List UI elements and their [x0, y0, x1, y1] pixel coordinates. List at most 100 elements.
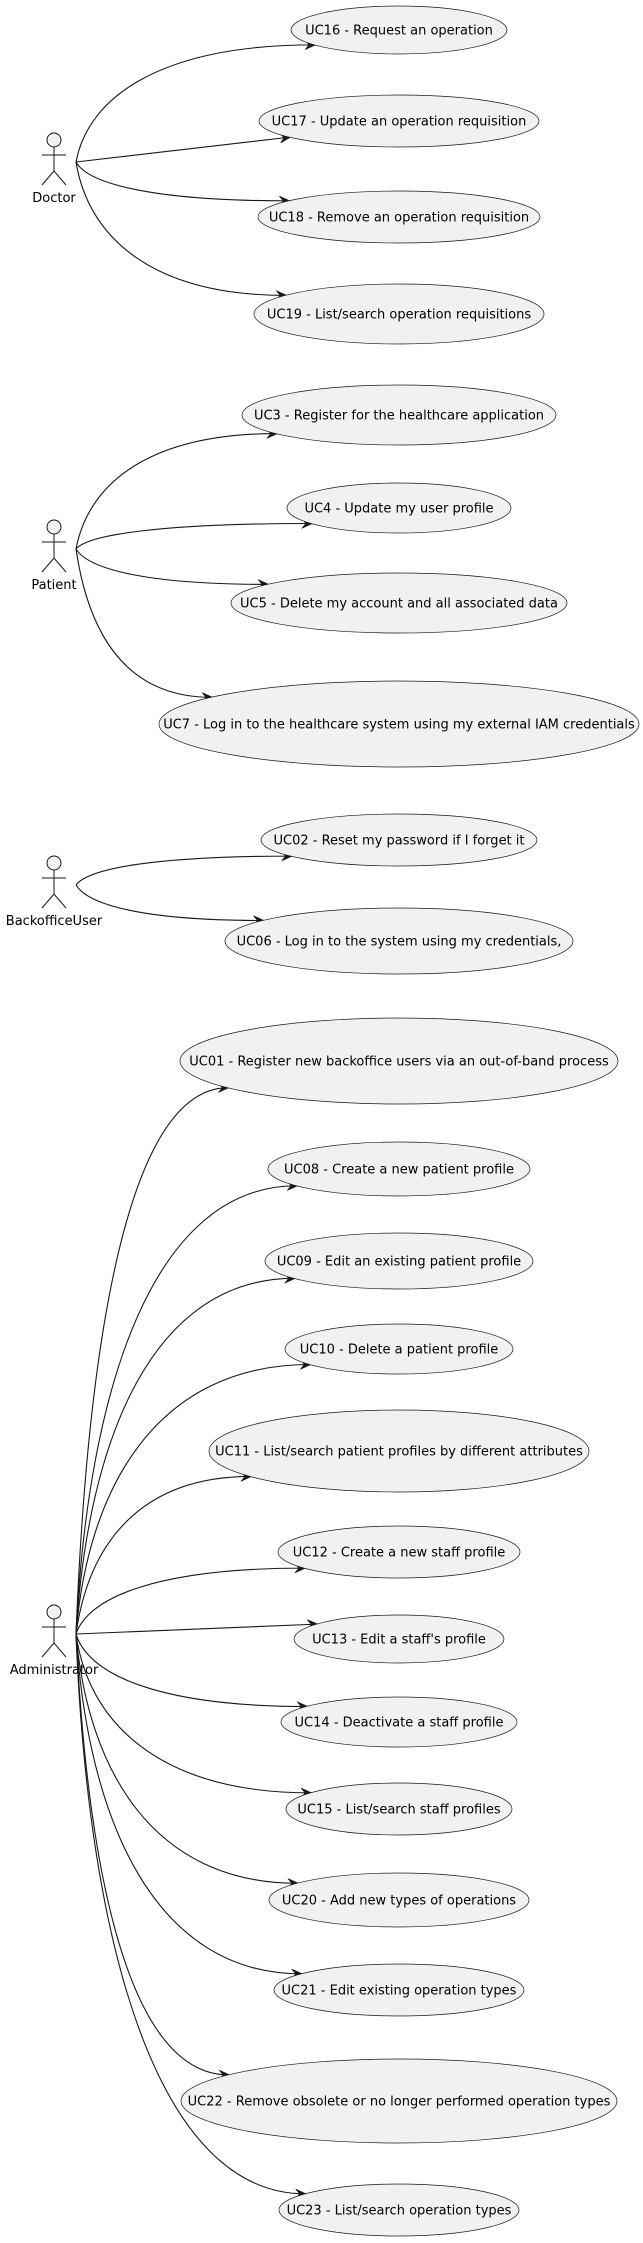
use-case-label: UC16 - Request an operation — [305, 24, 493, 39]
use-case-ellipse — [253, 283, 545, 345]
use-case-ellipse — [158, 680, 640, 768]
association-patient-uc5 — [75, 548, 268, 584]
actor-body — [41, 1619, 67, 1658]
association-admin-uc10 — [75, 1365, 310, 1635]
use-case-ellipse — [285, 1782, 513, 1836]
actor-label: Administrator — [10, 1663, 99, 1678]
use-case-ellipse — [264, 1232, 534, 1290]
use-case-uc02: UC02 - Reset my password if I forget it — [260, 813, 538, 867]
actor-head — [46, 132, 62, 148]
association-patient-uc3 — [75, 434, 277, 550]
use-case-label: UC21 - Edit existing operation types — [282, 1984, 517, 1999]
use-case-uc08: UC08 - Create a new patient profile — [267, 1141, 531, 1197]
use-case-label: UC10 - Delete a patient profile — [300, 1343, 499, 1358]
association-doctor-uc16 — [75, 45, 315, 163]
association-admin-uc13 — [75, 1624, 317, 1635]
use-case-label: UC17 - Update an operation requisition — [272, 115, 527, 130]
use-case-ellipse — [280, 1696, 518, 1748]
association-admin-uc23 — [75, 1633, 305, 2194]
use-case-ellipse — [208, 1409, 590, 1493]
use-case-ellipse — [179, 1017, 619, 1105]
actor-doctor: Doctor — [32, 132, 76, 206]
use-case-label: UC19 - List/search operation requisition… — [267, 308, 532, 323]
actor-label: Doctor — [32, 191, 76, 206]
use-case-ellipse — [293, 1614, 505, 1664]
associations-layer — [75, 45, 317, 2194]
association-doctor-uc18 — [75, 161, 289, 201]
use-case-uc21: UC21 - Edit existing operation types — [273, 1963, 525, 2017]
use-case-uc22: UC22 - Remove obsolete or no longer perf… — [180, 2058, 618, 2144]
use-case-label: UC06 - Log in to the system using my cre… — [237, 935, 562, 950]
use-case-label: UC20 - Add new types of operations — [282, 1894, 516, 1909]
association-doctor-uc19 — [75, 161, 286, 295]
use-case-label: UC15 - List/search staff profiles — [297, 1803, 500, 1818]
use-case-label: UC7 - Log in to the healthcare system us… — [163, 718, 635, 733]
use-case-ellipse — [260, 813, 538, 867]
actor-body — [41, 870, 67, 909]
use-case-ellipse — [273, 1963, 525, 2017]
use-case-uc17: UC17 - Update an operation requisition — [258, 94, 540, 148]
use-case-ellipse — [230, 572, 568, 634]
use-case-label: UC18 - Remove an operation requisition — [269, 211, 529, 226]
use-case-label: UC08 - Create a new patient profile — [284, 1163, 514, 1178]
actor-label: Patient — [31, 578, 76, 593]
use-case-label: UC4 - Update my user profile — [304, 502, 493, 517]
use-case-ellipse — [268, 1872, 530, 1928]
association-backoffice-uc02 — [75, 856, 291, 886]
use-case-label: UC3 - Register for the healthcare applic… — [254, 409, 544, 424]
association-admin-uc15 — [75, 1633, 311, 1793]
association-patient-uc7 — [75, 548, 212, 697]
use-case-label: UC12 - Create a new staff profile — [293, 1546, 506, 1561]
actor-head — [46, 1604, 62, 1620]
use-case-uc14: UC14 - Deactivate a staff profile — [280, 1696, 518, 1748]
use-case-ellipse — [286, 482, 512, 534]
use-case-uc13: UC13 - Edit a staff's profile — [293, 1614, 505, 1664]
use-case-uc4: UC4 - Update my user profile — [286, 482, 512, 534]
actor-body — [41, 147, 67, 186]
actor-label: BackofficeUser — [6, 914, 103, 929]
actor-admin: Administrator — [10, 1604, 99, 1678]
association-admin-uc08 — [75, 1186, 297, 1635]
association-admin-uc20 — [75, 1633, 298, 1883]
use-case-uc18: UC18 - Remove an operation requisition — [257, 190, 541, 244]
use-case-uc12: UC12 - Create a new staff profile — [277, 1525, 521, 1579]
association-admin-uc11 — [75, 1476, 251, 1635]
use-case-ellipse — [267, 1141, 531, 1197]
use-case-label: UC02 - Reset my password if I forget it — [274, 834, 525, 849]
use-case-ellipse — [278, 2183, 520, 2237]
use-case-label: UC13 - Edit a staff's profile — [312, 1633, 486, 1648]
use-case-ellipse — [180, 2058, 618, 2144]
use-case-ellipse — [224, 907, 574, 975]
use-case-ellipse — [241, 384, 557, 446]
use-case-uc10: UC10 - Delete a patient profile — [284, 1323, 514, 1375]
association-admin-uc22 — [75, 1633, 229, 2075]
actor-head — [46, 855, 62, 871]
actor-backoffice: BackofficeUser — [6, 855, 103, 929]
use-case-uc11: UC11 - List/search patient profiles by d… — [208, 1409, 590, 1493]
use-case-uc23: UC23 - List/search operation types — [278, 2183, 520, 2237]
use-case-ellipse — [258, 94, 540, 148]
actor-patient: Patient — [31, 519, 77, 593]
use-case-label: UC09 - Edit an existing patient profile — [277, 1255, 521, 1270]
association-admin-uc21 — [75, 1633, 302, 1974]
use-case-label: UC23 - List/search operation types — [287, 2204, 512, 2219]
use-case-uc06: UC06 - Log in to the system using my cre… — [224, 907, 574, 975]
use-case-uc01: UC01 - Register new backoffice users via… — [179, 1017, 619, 1105]
use-case-ellipse — [277, 1525, 521, 1579]
use-case-ellipse — [290, 5, 508, 55]
association-admin-uc12 — [75, 1568, 305, 1635]
association-patient-uc4 — [75, 524, 312, 550]
use-case-uc09: UC09 - Edit an existing patient profile — [264, 1232, 534, 1290]
use-case-uc5: UC5 - Delete my account and all associat… — [230, 572, 568, 634]
actor-body — [41, 534, 67, 573]
use-case-uc16: UC16 - Request an operation — [290, 5, 508, 55]
use-case-uc15: UC15 - List/search staff profiles — [285, 1782, 513, 1836]
use-case-label: UC14 - Deactivate a staff profile — [295, 1716, 504, 1731]
use-case-uc3: UC3 - Register for the healthcare applic… — [241, 384, 557, 446]
use-case-label: UC5 - Delete my account and all associat… — [240, 597, 558, 612]
use-case-label: UC01 - Register new backoffice users via… — [189, 1055, 609, 1070]
actor-head — [46, 519, 62, 535]
